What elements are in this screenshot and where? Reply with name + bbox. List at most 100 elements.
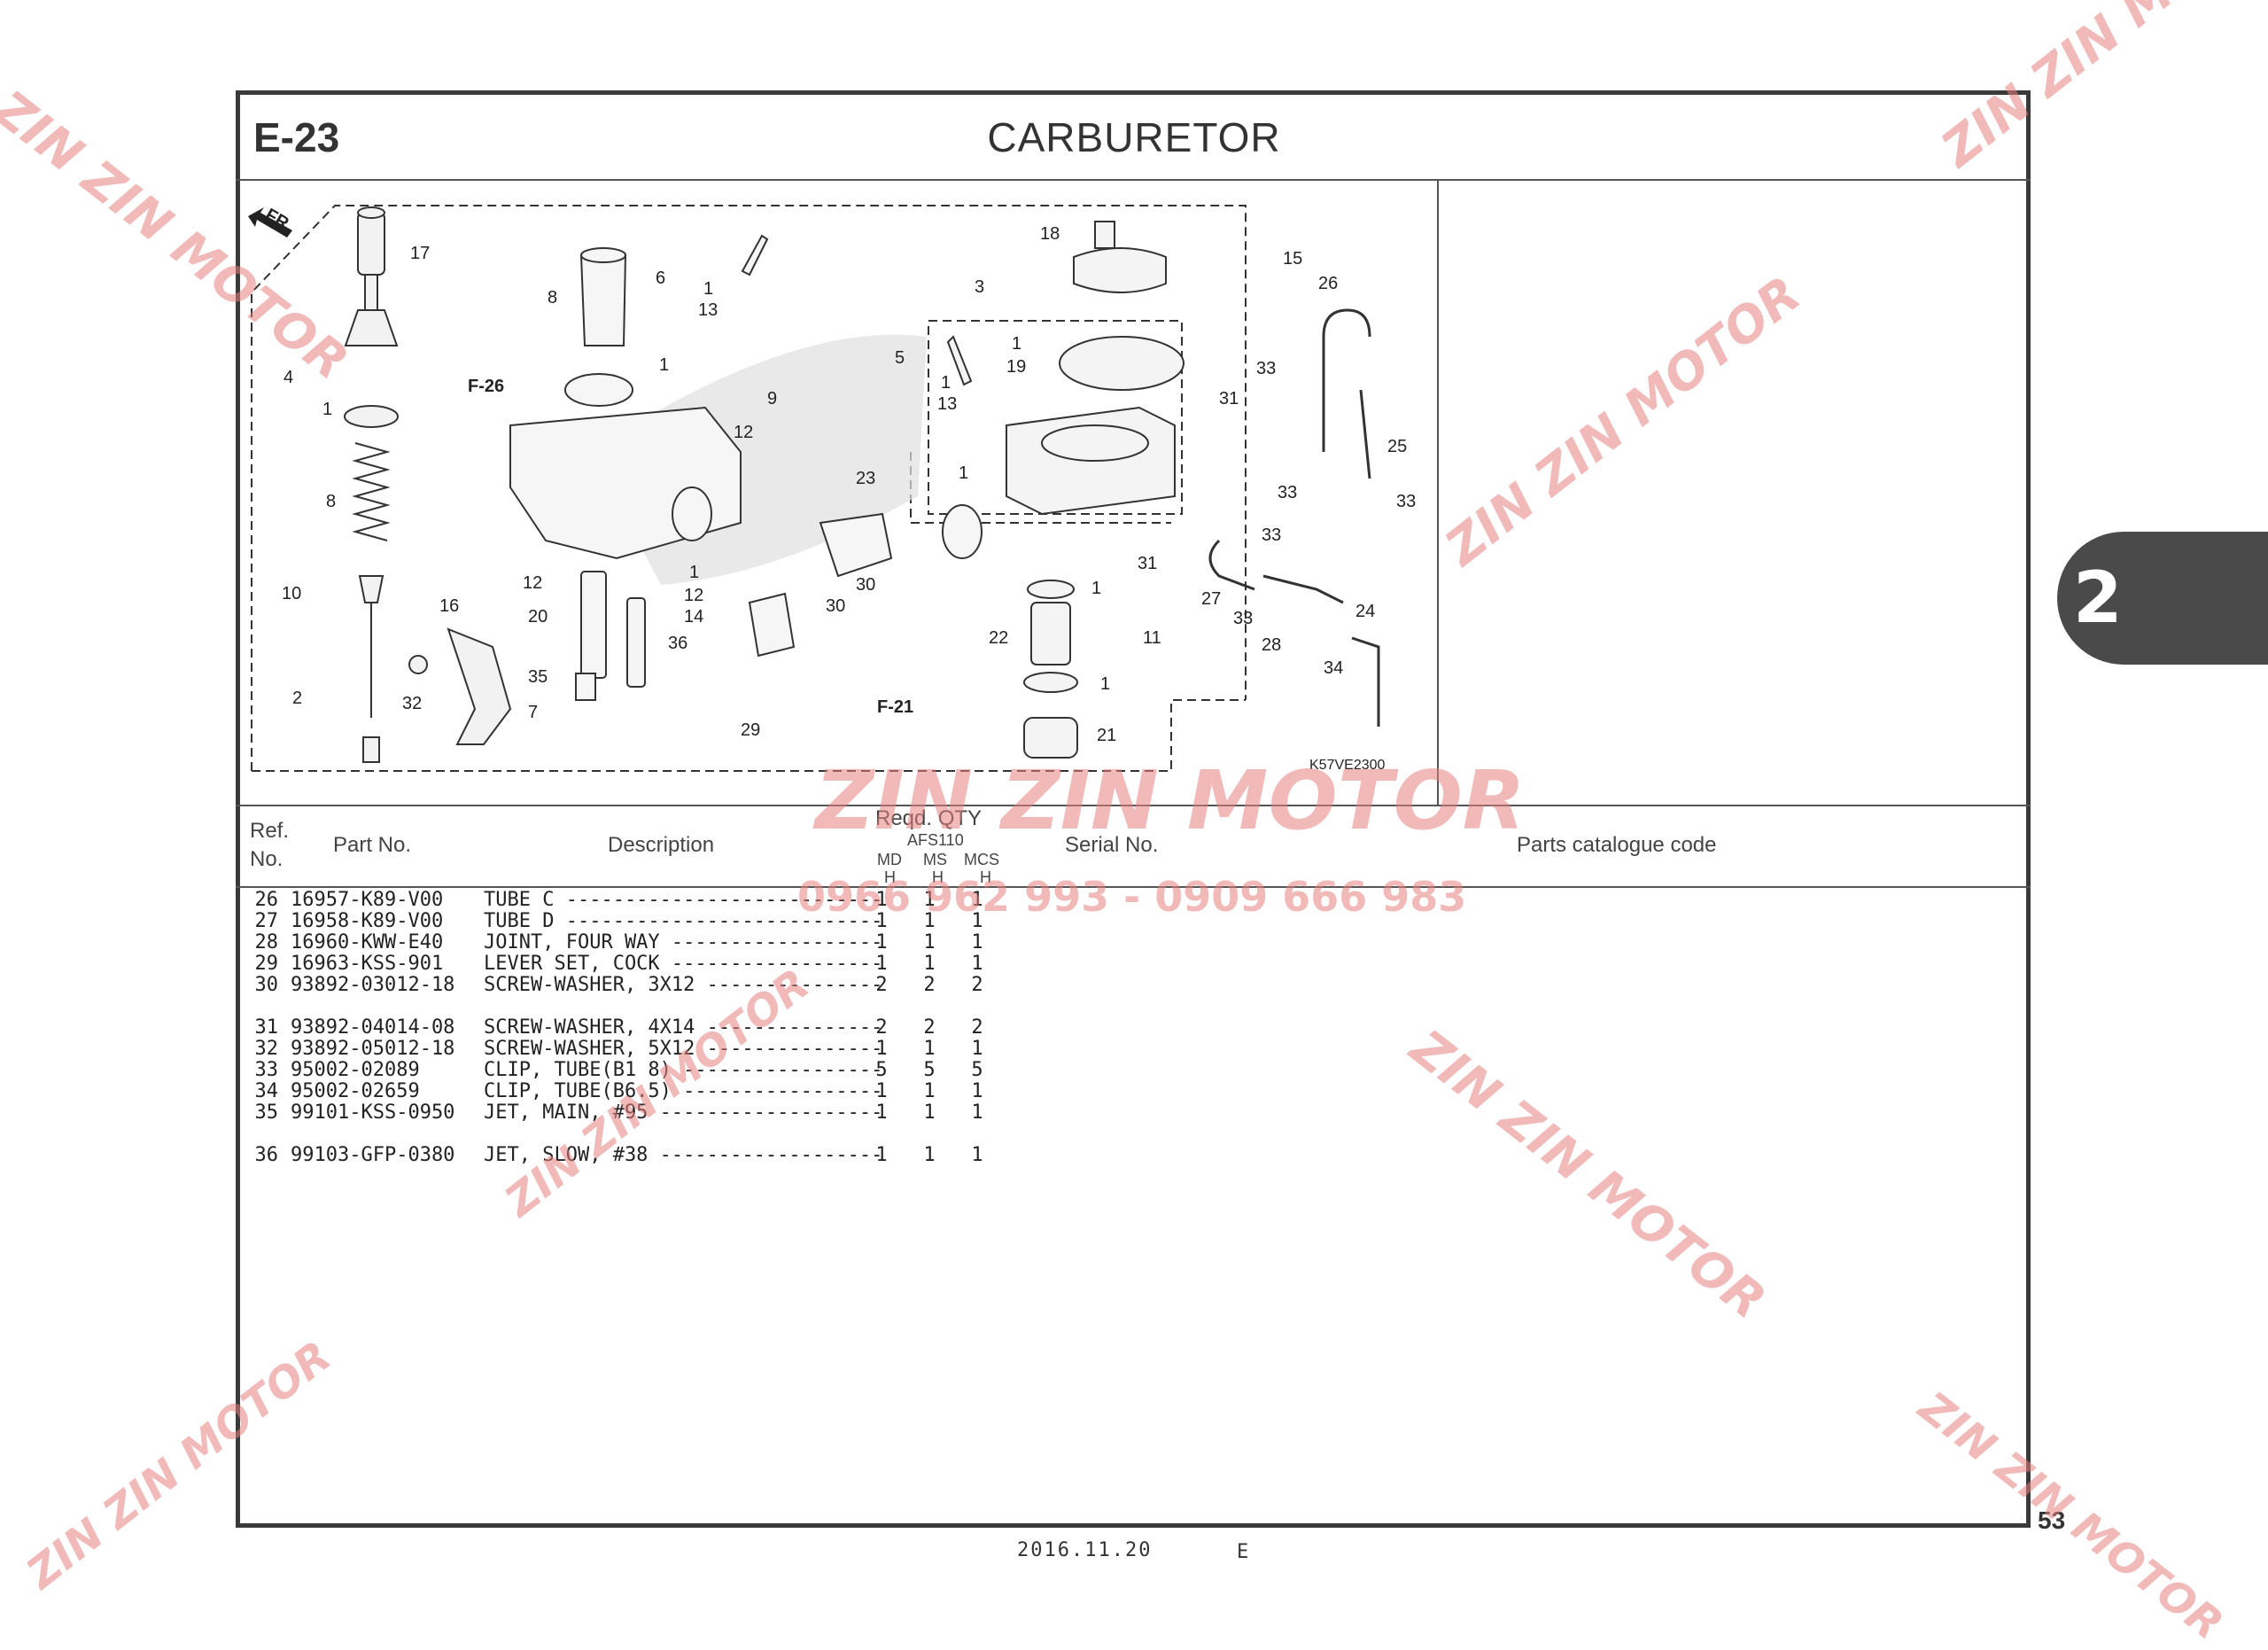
chapter-tab[interactable] xyxy=(2057,532,2268,665)
part-10-valve xyxy=(358,575,384,603)
callout-label: 16 xyxy=(439,596,459,616)
callout-label: 1 xyxy=(1100,674,1110,694)
part-35-jet xyxy=(575,673,596,701)
part-12-oring xyxy=(672,486,712,541)
table-row[interactable]: 34 95002-02659 CLIP, TUBE(B6.5) --------… xyxy=(248,1080,1045,1102)
row-qty-mcs: 1 xyxy=(971,1038,983,1060)
row-qty-md: 2 xyxy=(875,974,888,996)
table-row[interactable]: 33 95002-02089 CLIP, TUBE(B1 8) --------… xyxy=(248,1059,1045,1081)
row-ref: 28 xyxy=(254,931,279,953)
table-row[interactable]: 32 93892-05012-18 SCREW-WASHER, 5X12 ---… xyxy=(248,1038,1045,1060)
row-description: TUBE C --------------------------- xyxy=(484,889,883,911)
lower-outline xyxy=(910,452,1171,524)
part-4-stem xyxy=(364,274,378,311)
section-code: E-23 xyxy=(253,114,340,160)
row-description: SCREW-WASHER, 5X12 --------------- xyxy=(484,1038,883,1060)
part-6-screw xyxy=(741,234,769,276)
header-serial-no: Serial No. xyxy=(1065,833,1159,857)
row-qty-ms: 5 xyxy=(923,1059,936,1081)
callout-label: 13 xyxy=(698,300,718,320)
float-chamber-rim xyxy=(1041,424,1149,462)
callout-label: 33 xyxy=(1396,492,1416,511)
header-reqd-qty: Reqd. QTY xyxy=(875,806,983,830)
row-qty-ms: 2 xyxy=(923,974,936,996)
part-8-slide xyxy=(579,254,627,346)
table-row[interactable]: 29 16963-KSS-901 LEVER SET, COCK -------… xyxy=(248,953,1045,975)
part-26-tube xyxy=(1322,308,1371,452)
assembly-outline-bottom xyxy=(252,699,1246,772)
callout-label: 31 xyxy=(1138,554,1157,573)
row-qty-ms: 1 xyxy=(923,1038,936,1060)
part-25-tube xyxy=(1359,389,1371,479)
assembly-outline xyxy=(251,205,1247,771)
part-19-gasket xyxy=(1059,336,1184,391)
row-part-no: 95002-02659 xyxy=(291,1080,420,1102)
part-27-tube xyxy=(1208,539,1255,591)
row-description: CLIP, TUBE(B1 8) ----------------- xyxy=(484,1059,883,1081)
callout-label: 33 xyxy=(1278,483,1297,502)
row-qty-mcs: 1 xyxy=(971,910,983,932)
row-qty-ms: 1 xyxy=(923,1144,936,1166)
part-24-tube xyxy=(1351,636,1380,727)
row-qty-md: 1 xyxy=(875,953,888,975)
table-row[interactable]: 26 16957-K89-V00 TUBE C ----------------… xyxy=(248,889,1045,911)
table-row[interactable]: 27 16958-K89-V00 TUBE D ----------------… xyxy=(248,910,1045,932)
callout-label: 5 xyxy=(895,348,905,368)
part-1-ring xyxy=(344,405,399,428)
part-1-washer-bottom xyxy=(1023,672,1078,693)
table-row[interactable]: 36 99103-GFP-0380 JET, SLOW, #38 -------… xyxy=(248,1144,1045,1166)
row-qty-md: 1 xyxy=(875,1038,888,1060)
header-ref-no: No. xyxy=(250,847,284,871)
callout-label: 8 xyxy=(326,492,336,511)
header-catalogue-code: Parts catalogue code xyxy=(1517,833,1717,857)
callout-label: 1 xyxy=(703,279,713,299)
table-row[interactable]: 35 99101-KSS-0950 JET, MAIN, #95 -------… xyxy=(248,1101,1045,1124)
part-23-cock xyxy=(819,512,893,578)
callout-label: 12 xyxy=(523,573,542,593)
callout-label: 11 xyxy=(1143,628,1161,648)
header-h-md: H xyxy=(884,868,896,886)
callout-label: 7 xyxy=(528,703,538,722)
page-number: 53 xyxy=(2038,1506,2066,1534)
footer-code: E xyxy=(1237,1541,1249,1563)
callout-label: 1 xyxy=(941,373,951,393)
row-description: JOINT, FOUR WAY ------------------ xyxy=(484,931,883,953)
row-description: LEVER SET, COCK ------------------ xyxy=(484,953,883,975)
row-qty-mcs: 5 xyxy=(971,1059,983,1081)
part-8-slide-top xyxy=(580,247,626,263)
part-2-jet xyxy=(362,736,380,763)
callout-label: 35 xyxy=(528,667,548,687)
callout-label: 12 xyxy=(684,586,703,605)
header-model: AFS110 xyxy=(907,831,964,849)
part-1-oring-right xyxy=(942,504,983,559)
header-rule xyxy=(236,179,2031,181)
header-mcs: MCS xyxy=(964,851,999,868)
part-32-screw xyxy=(408,655,428,674)
header-ref: Ref. xyxy=(250,819,290,843)
row-qty-mcs: 2 xyxy=(971,1016,983,1039)
callout-label: 22 xyxy=(989,628,1008,648)
row-qty-mcs: 1 xyxy=(971,1101,983,1124)
table-row[interactable]: 31 93892-04014-08 SCREW-WASHER, 4X14 ---… xyxy=(248,1016,1045,1039)
header-part-no: Part No. xyxy=(333,833,412,857)
page-frame xyxy=(236,90,2031,1528)
row-ref: 35 xyxy=(254,1101,279,1124)
callout-label: 18 xyxy=(1040,224,1060,244)
row-description: JET, SLOW, #38 ------------------- xyxy=(484,1144,883,1166)
callout-label: 34 xyxy=(1324,658,1343,678)
callout-label: 33 xyxy=(1233,609,1253,628)
row-qty-md: 2 xyxy=(875,1016,888,1039)
table-row[interactable]: 28 16960-KWW-E40 JOINT, FOUR WAY -------… xyxy=(248,931,1045,953)
row-part-no: 99101-KSS-0950 xyxy=(291,1101,455,1124)
callout-label: 10 xyxy=(282,584,301,603)
row-qty-ms: 1 xyxy=(923,910,936,932)
row-description: TUBE D --------------------------- xyxy=(484,910,883,932)
row-qty-md: 1 xyxy=(875,1101,888,1124)
callout-label: 26 xyxy=(1318,274,1338,293)
callout-label: 33 xyxy=(1262,525,1281,545)
row-part-no: 95002-02089 xyxy=(291,1059,420,1081)
row-ref: 26 xyxy=(254,889,279,911)
table-row[interactable]: 30 93892-03012-18 SCREW-WASHER, 3X12 ---… xyxy=(248,974,1045,996)
callout-label: 1 xyxy=(689,563,699,582)
part-18-knob xyxy=(1094,221,1115,249)
